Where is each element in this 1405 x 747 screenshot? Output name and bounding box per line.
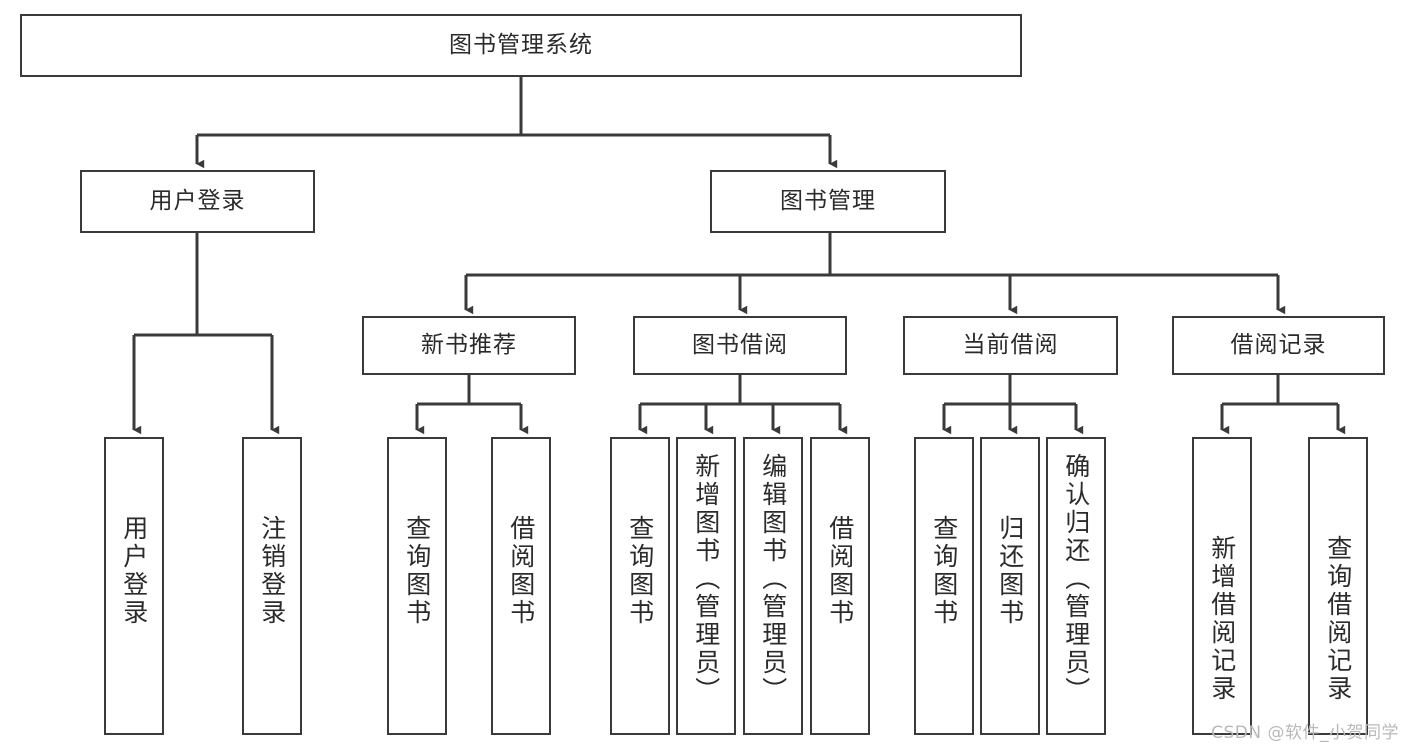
node-leaf-query-book-1-label: 查询图书 [402, 515, 432, 627]
node-leaf-query-record-label: 查询借阅记录 [1323, 535, 1353, 703]
node-book-manage-label: 图书管理 [780, 188, 876, 214]
csdn-watermark: CSDN @软件_小贺同学 [1211, 723, 1399, 743]
node-leaf-return-book-label: 归还图书 [995, 515, 1025, 627]
node-leaf-query-record[interactable]: 查询借阅记录 [1308, 437, 1368, 735]
node-leaf-user-logout[interactable]: 注销登录 [242, 437, 302, 735]
node-borrow-record[interactable]: 借阅记录 [1172, 316, 1385, 375]
node-leaf-add-record[interactable]: 新增借阅记录 [1192, 437, 1252, 735]
node-new-book-recommend-label: 新书推荐 [421, 332, 517, 358]
node-leaf-confirm-return[interactable]: 确认归还（管理员） [1046, 437, 1106, 735]
node-new-book-recommend[interactable]: 新书推荐 [362, 316, 576, 375]
node-leaf-return-book[interactable]: 归还图书 [980, 437, 1040, 735]
node-leaf-query-book-2[interactable]: 查询图书 [610, 437, 670, 735]
node-leaf-query-book-3-label: 查询图书 [929, 515, 959, 627]
node-user-login[interactable]: 用户登录 [80, 170, 315, 233]
node-book-borrow-label: 图书借阅 [692, 332, 788, 358]
node-leaf-add-book-label: 新增图书（管理员） [691, 453, 721, 705]
node-leaf-borrow-book-1-label: 借阅图书 [506, 515, 536, 627]
node-root[interactable]: 图书管理系统 [20, 14, 1022, 77]
node-leaf-edit-book-label: 编辑图书（管理员） [758, 453, 788, 705]
node-current-borrow[interactable]: 当前借阅 [903, 316, 1118, 375]
node-leaf-query-book-1[interactable]: 查询图书 [387, 437, 447, 735]
node-book-borrow[interactable]: 图书借阅 [633, 316, 847, 375]
node-book-manage[interactable]: 图书管理 [710, 170, 946, 233]
node-leaf-user-login[interactable]: 用户登录 [104, 437, 164, 735]
node-current-borrow-label: 当前借阅 [962, 332, 1059, 358]
node-borrow-record-label: 借阅记录 [1230, 332, 1327, 358]
node-leaf-borrow-book-2[interactable]: 借阅图书 [810, 437, 870, 735]
node-leaf-edit-book[interactable]: 编辑图书（管理员） [743, 437, 803, 735]
node-leaf-borrow-book-2-label: 借阅图书 [825, 515, 855, 627]
node-root-label: 图书管理系统 [449, 32, 593, 58]
node-leaf-add-book[interactable]: 新增图书（管理员） [676, 437, 736, 735]
node-leaf-query-book-3[interactable]: 查询图书 [914, 437, 974, 735]
node-leaf-user-login-label: 用户登录 [119, 515, 149, 627]
node-leaf-user-logout-label: 注销登录 [257, 515, 287, 627]
node-leaf-confirm-return-label: 确认归还（管理员） [1061, 453, 1091, 705]
node-leaf-add-record-label: 新增借阅记录 [1207, 535, 1237, 703]
node-leaf-borrow-book-1[interactable]: 借阅图书 [491, 437, 551, 735]
node-user-login-label: 用户登录 [149, 188, 246, 214]
node-leaf-query-book-2-label: 查询图书 [625, 515, 655, 627]
